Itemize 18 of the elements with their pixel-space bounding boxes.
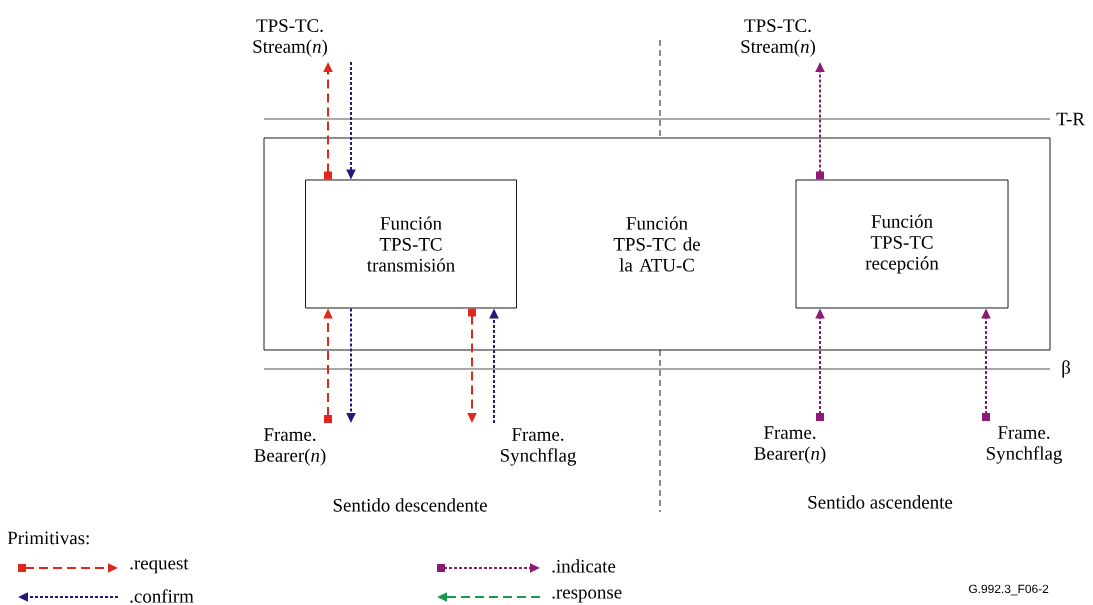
legend-label: .confirm <box>130 589 194 603</box>
signal-label: TPS-TC. Stream(n) <box>741 19 815 57</box>
line-label: T-R <box>1056 112 1085 126</box>
line-label: β <box>1062 360 1071 378</box>
legend-title: Primitivas: <box>7 531 89 545</box>
legend-label: .response <box>552 589 622 603</box>
signal-label: Frame. Synchflag <box>500 428 576 466</box>
signal-label: TPS-TC. Stream(n) <box>253 19 327 57</box>
legend-label: .request <box>130 558 189 574</box>
signal-label: Frame. Bearer(n) <box>254 428 326 466</box>
direction-label: Sentido ascendente <box>808 495 953 509</box>
legend-label: .indicate <box>552 559 616 573</box>
function-box: Función TPS-TC recepción <box>795 179 1009 309</box>
signal-label: Frame. Synchflag <box>986 426 1062 464</box>
function-box: Función TPS-TC transmisión <box>305 179 517 309</box>
figure-id: G.992.3_F06-2 <box>969 584 1049 596</box>
direction-label: Sentido descendente <box>333 498 487 512</box>
signal-label: Frame. Bearer(n) <box>754 426 826 464</box>
